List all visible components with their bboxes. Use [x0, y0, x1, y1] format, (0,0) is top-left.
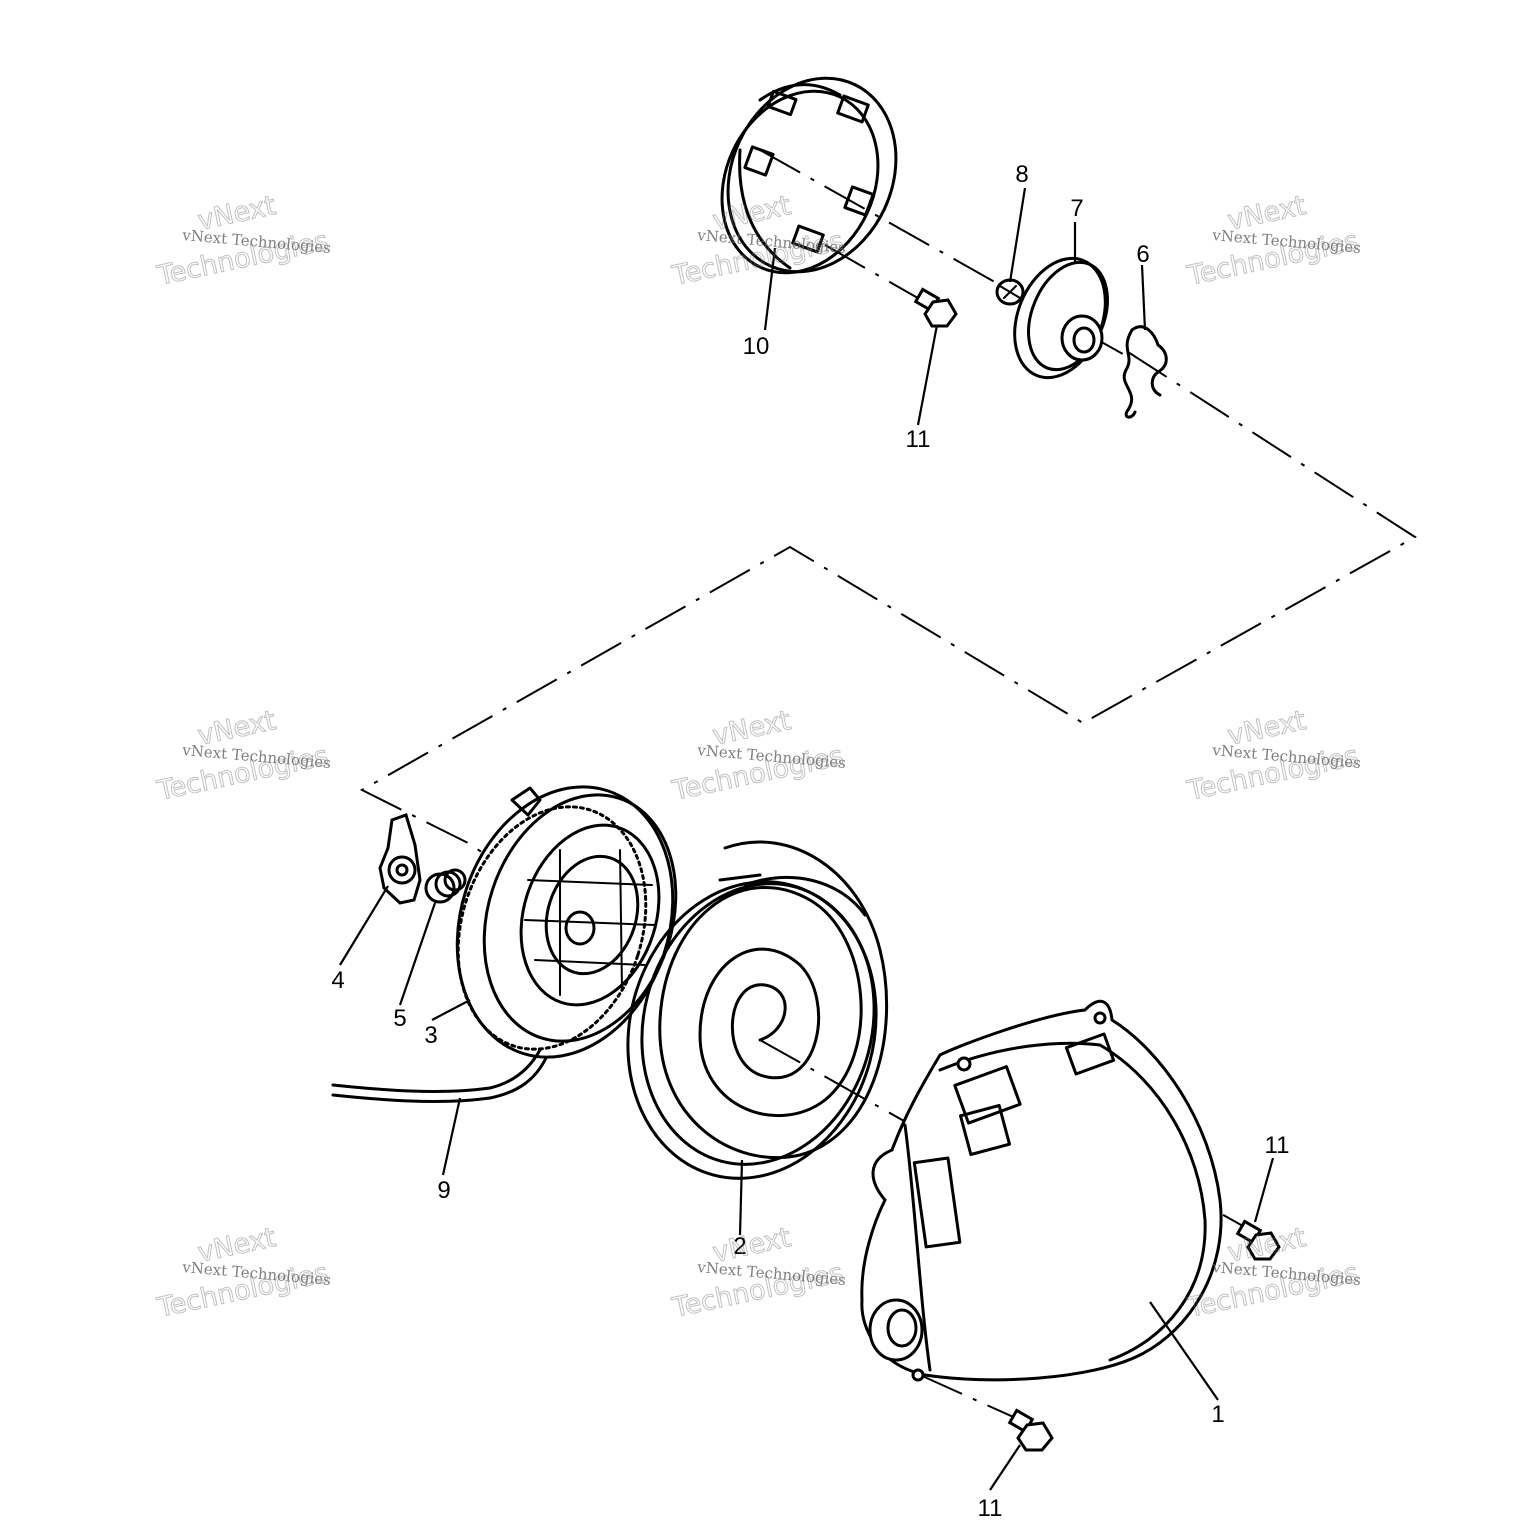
callout-7: 7	[1070, 195, 1083, 222]
callout-3: 3	[424, 1022, 437, 1049]
watermark-4: vNext vNext Technologies Technologies	[154, 705, 332, 808]
callout-9: 9	[437, 1177, 450, 1204]
watermark-2: vNext vNext Technologies Technologies	[669, 190, 847, 293]
callout-10: 10	[743, 333, 770, 360]
callout-11-top: 11	[906, 426, 931, 453]
callout-6: 6	[1136, 241, 1149, 268]
watermark-6: vNext vNext Technologies Technologies	[1184, 705, 1362, 808]
watermark-5: vNext vNext Technologies Technologies	[669, 705, 847, 808]
bolt-part-11-bottom	[1007, 1408, 1054, 1452]
friction-plate-part-7	[1013, 256, 1109, 380]
callout-5: 5	[393, 1005, 406, 1032]
spiral-spring-part-2	[626, 840, 889, 1180]
callout-labels: 8 7 6 10 11 4 5 3 9 2 11 1 11	[331, 161, 1289, 1522]
callout-8: 8	[1015, 161, 1028, 188]
small-spring-part-5	[424, 868, 467, 904]
ratchet-pawl-part-4	[378, 813, 422, 905]
callout-11-right: 11	[1265, 1132, 1290, 1159]
watermark-1: vNext vNext Technologies Technologies	[154, 190, 332, 293]
callout-1: 1	[1211, 1401, 1224, 1428]
spring-clip-part-6	[1122, 325, 1168, 419]
rope-pulley-part-3	[455, 785, 678, 1059]
callout-2: 2	[733, 1233, 746, 1260]
callout-4: 4	[331, 967, 344, 994]
leader-lines	[339, 187, 1275, 1491]
watermark-7: vNext vNext Technologies Technologies	[154, 1222, 332, 1325]
starter-rope-part-9	[331, 1048, 548, 1103]
bolt-part-11-right	[1235, 1219, 1281, 1261]
watermark-8: vNext vNext Technologies Technologies	[669, 1222, 847, 1325]
cam-drum-part-10	[720, 76, 898, 275]
callout-11-bottom: 11	[978, 1495, 1003, 1522]
nut-part-8	[995, 278, 1025, 306]
starter-case-part-1	[860, 999, 1223, 1382]
bolt-part-11-top	[913, 287, 958, 328]
watermark-3: vNext vNext Technologies Technologies	[1184, 190, 1362, 293]
